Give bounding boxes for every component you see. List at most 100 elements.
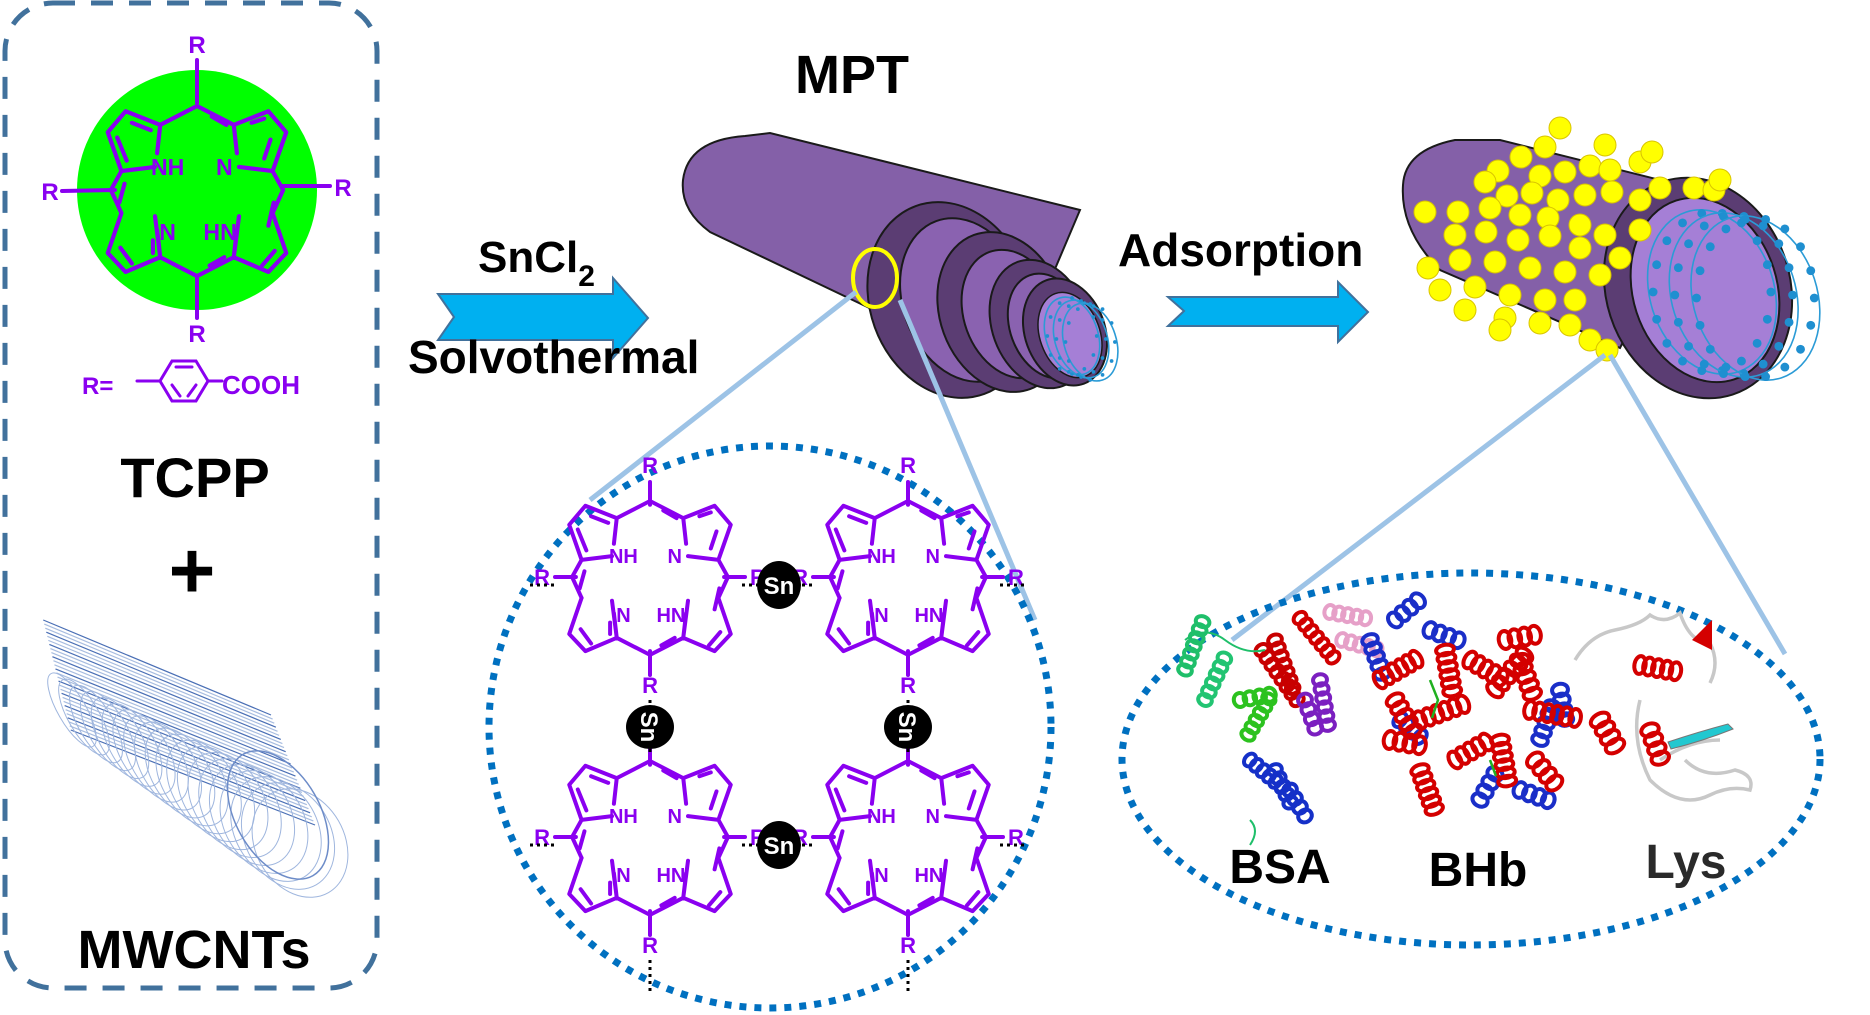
double-bond: [970, 586, 980, 612]
helix-turn: [1340, 606, 1356, 625]
protein-ball: [1600, 180, 1624, 204]
helix-turn: [1331, 604, 1347, 623]
nanotube-wall-line: [44, 623, 273, 720]
helix-turn: [1454, 693, 1472, 716]
protein-ball: [1443, 223, 1467, 247]
helix-turn: [1540, 702, 1556, 725]
carbon-atom: [1063, 340, 1068, 344]
double-bond: [706, 890, 723, 908]
protein-ball: [1478, 196, 1502, 220]
carbon-atom: [1699, 221, 1709, 231]
helix-turn: [1391, 730, 1409, 753]
double-bond: [966, 529, 977, 551]
double-bond: [661, 768, 679, 781]
alpha-helix: [1525, 750, 1565, 793]
helix-turn: [1260, 691, 1278, 707]
substituent-r: R: [642, 933, 658, 958]
helix-turn: [1280, 672, 1299, 688]
nanotube-wall-line: [45, 627, 275, 724]
zoom-line-right: [897, 299, 1038, 621]
double-bond: [659, 895, 677, 908]
double-bond: [708, 789, 719, 811]
protein-ball: [1446, 200, 1470, 224]
porphyrin-atom-label: N: [159, 219, 176, 245]
substituent-r: R: [900, 673, 916, 698]
carbon-atom: [1766, 287, 1776, 297]
helix-turn: [1423, 801, 1445, 817]
nanotube-cage-ring: [1043, 296, 1101, 376]
carbon-atom: [1673, 263, 1683, 273]
nanotube-ring: [166, 739, 242, 835]
double-bond: [249, 116, 267, 125]
double-bond: [129, 120, 153, 133]
alpha-helix: [1281, 781, 1314, 825]
double-bond: [836, 627, 852, 646]
double-bond: [697, 770, 713, 779]
double-bond: [578, 887, 594, 906]
double-bond: [266, 200, 276, 228]
helix-turn: [1522, 699, 1538, 721]
alpha-helix: [1496, 623, 1543, 651]
carbon-atom: [1648, 287, 1658, 297]
inner-nanotube-large-icon: [1646, 208, 1821, 382]
helix-turn: [1253, 642, 1271, 658]
alpha-helix: [1296, 691, 1325, 737]
protein-ball: [1598, 158, 1622, 182]
protein-ball: [1548, 116, 1572, 140]
nanotube-wall-line: [50, 647, 283, 745]
carbon-atom: [1719, 211, 1728, 221]
double-bond: [661, 508, 679, 521]
helix-turn: [1274, 656, 1293, 672]
helix-turn: [1477, 731, 1495, 753]
carbon-atom: [1692, 293, 1701, 303]
sn-node: Sn: [757, 561, 801, 609]
carbon-atom: [1774, 341, 1784, 351]
carbon-atom: [1054, 337, 1059, 341]
helix-turn: [1408, 591, 1427, 611]
double-bond: [847, 774, 869, 785]
protein-ball: [1488, 318, 1512, 342]
carbon-atom: [1100, 356, 1105, 360]
helix-turn: [1531, 700, 1547, 723]
helix-turn: [1469, 654, 1487, 675]
alpha-helix: [1632, 654, 1684, 683]
carbon-atom: [1057, 367, 1062, 371]
helix-turn: [1632, 654, 1648, 676]
protein-loaded-tube-illustration: [1401, 116, 1821, 400]
helix-turn: [1476, 658, 1495, 680]
condition-label: Solvothermal: [408, 331, 699, 383]
protein-ball: [1593, 223, 1617, 247]
mpt-title: MPT: [795, 45, 909, 105]
double-bond: [917, 635, 935, 648]
carbon-atom: [1737, 356, 1746, 366]
helix-turn: [1496, 629, 1514, 651]
protein-ball: [1428, 278, 1452, 302]
carbon-atom: [1752, 236, 1762, 246]
helix-turn: [1270, 770, 1288, 787]
heme-group: [1428, 679, 1498, 777]
porphyrin-atom-label: N: [925, 546, 939, 568]
alpha-helix: [1266, 632, 1302, 696]
carbon-atom: [1048, 315, 1053, 319]
helix-turn: [1461, 740, 1480, 762]
protein-ball: [1568, 236, 1592, 260]
carbon-atom: [1066, 304, 1071, 308]
helix-turn: [1641, 655, 1657, 678]
protein-ball: [1553, 260, 1577, 284]
substituent-r: R: [534, 825, 550, 850]
carbon-atom: [1670, 290, 1680, 300]
double-bond: [118, 245, 135, 266]
helix-turn: [1514, 645, 1535, 665]
carbon-atom: [1796, 344, 1805, 354]
carbon-atom: [1066, 370, 1071, 374]
helix-turn: [1366, 649, 1386, 665]
nanotube-ring: [112, 709, 176, 795]
nanotube-wall-line: [69, 725, 314, 822]
protein-ball: [1628, 188, 1652, 212]
carbon-atom: [1045, 334, 1050, 338]
porphyrin-atom-label: HN: [203, 219, 236, 245]
porphyrin-atom-label: N: [667, 806, 681, 828]
substituent-r: R: [900, 453, 916, 478]
carbon-atom: [1761, 372, 1771, 382]
alpha-helix: [1434, 642, 1464, 699]
